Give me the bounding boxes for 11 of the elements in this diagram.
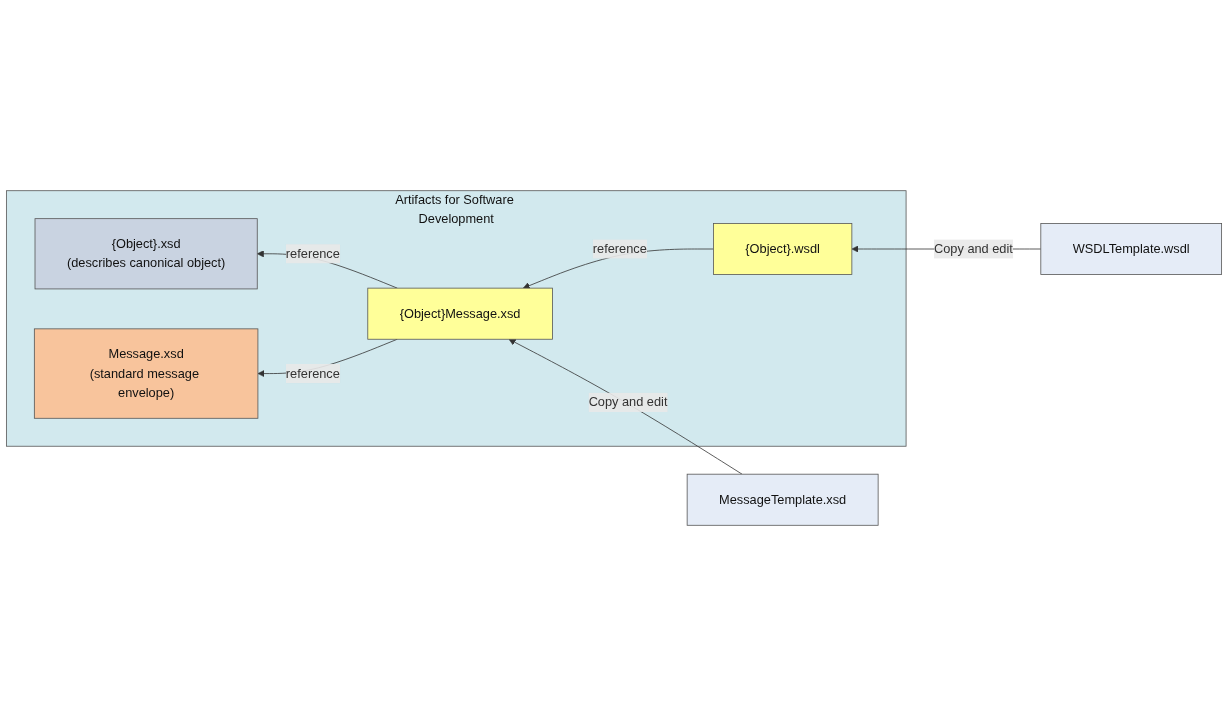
- node-box: WSDLTemplate.wsdl: [1040, 222, 1222, 275]
- edge-label: reference: [285, 365, 340, 380]
- edge-label: Copy and edit: [588, 394, 668, 409]
- node-box: Message.xsd (standard message envelope): [33, 327, 259, 419]
- node-box: {Object}Message.xsd: [367, 287, 553, 340]
- edge-label: Copy and edit: [934, 241, 1013, 255]
- edge-label: reference: [592, 241, 647, 255]
- node-box: MessageTemplate.xsd: [686, 473, 879, 526]
- node-box: {Object}.wsdl: [713, 222, 853, 275]
- node-box: {Object}.xsd (describes canonical object): [34, 217, 258, 289]
- edge-label: reference: [285, 246, 340, 260]
